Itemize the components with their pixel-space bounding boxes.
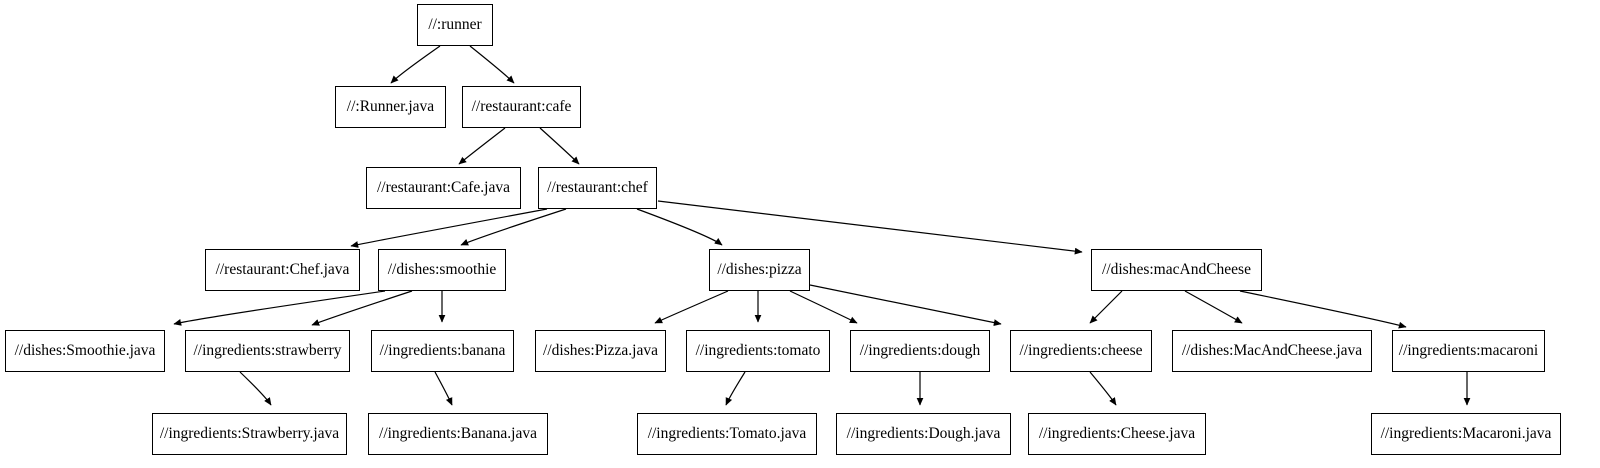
graph-edge-runner-to-runner_java [390,45,441,84]
graph-edge-restaurant_chef-to-dishes_pizza [636,208,723,246]
graph-node-label: //restaurant:cafe [471,98,572,116]
graph-node-macaroni_java[interactable]: //ingredients:Macaroni.java [1371,413,1561,455]
graph-node-label: //ingredients:macaroni [1398,342,1539,360]
graph-edge-ing_tomato-to-tomato_java [725,371,746,406]
graph-edge-restaurant_chef-to-chef_java [350,208,548,248]
graph-edge-dishes_pizza-to-ing_dough [789,290,858,324]
graph-edge-restaurant_cafe-to-cafe_java [458,127,506,165]
graph-node-label: //ingredients:Tomato.java [647,425,807,443]
graph-node-ing_dough[interactable]: //ingredients:dough [850,330,990,372]
graph-node-banana_java[interactable]: //ingredients:Banana.java [368,413,548,455]
graph-edge-dishes_pizza-to-pizza_java [654,290,729,324]
graph-edge-ing_cheese-to-cheese_java [1089,371,1117,406]
graph-node-label: //ingredients:Cheese.java [1038,425,1196,443]
graph-node-ing_strawberry[interactable]: //ingredients:strawberry [185,330,350,372]
graph-node-label: //ingredients:Banana.java [379,425,537,443]
graph-node-tomato_java[interactable]: //ingredients:Tomato.java [637,413,817,455]
graph-node-dough_java[interactable]: //ingredients:Dough.java [836,413,1011,455]
graph-node-label: //ingredients:cheese [1019,342,1143,360]
graph-node-dishes_smoothie[interactable]: //dishes:smoothie [378,249,506,291]
graph-node-label: //dishes:Pizza.java [543,342,658,360]
graph-node-dishes_pizza[interactable]: //dishes:pizza [709,249,810,291]
graph-node-restaurant_cafe[interactable]: //restaurant:cafe [462,86,581,128]
graph-node-label: //dishes:smoothie [387,261,497,279]
graph-edge-dishes_mac-to-mac_java [1184,290,1243,324]
graph-node-ing_macaroni[interactable]: //ingredients:macaroni [1392,330,1545,372]
graph-edge-dishes_smoothie-to-smoothie_java [173,290,386,326]
graph-edge-dishes_mac-to-ing_cheese [1089,290,1123,324]
graph-node-label: //:runner [428,16,482,34]
graph-node-mac_java[interactable]: //dishes:MacAndCheese.java [1172,330,1372,372]
graph-edge-dishes_pizza-to-ing_cheese [809,284,1002,326]
graph-edge-ing_strawberry-to-strawberry_java [239,371,272,406]
graph-node-label: //ingredients:tomato [695,342,821,360]
graph-node-ing_tomato[interactable]: //ingredients:tomato [686,330,830,372]
graph-node-label: //:Runner.java [346,98,435,116]
graph-node-cafe_java[interactable]: //restaurant:Cafe.java [366,167,521,209]
graph-node-label: //ingredients:Dough.java [846,425,1001,443]
graph-node-smoothie_java[interactable]: //dishes:Smoothie.java [5,330,165,372]
graph-node-label: //dishes:MacAndCheese.java [1181,342,1363,360]
graph-node-label: //dishes:macAndCheese [1102,261,1251,279]
graph-edge-restaurant_chef-to-dishes_mac [657,200,1083,255]
graph-node-label: //dishes:Smoothie.java [14,342,156,360]
graph-node-label: //ingredients:banana [379,342,506,360]
graph-node-cheese_java[interactable]: //ingredients:Cheese.java [1028,413,1206,455]
graph-node-ing_cheese[interactable]: //ingredients:cheese [1010,330,1152,372]
graph-node-dishes_mac[interactable]: //dishes:macAndCheese [1091,249,1262,291]
graph-node-label: //ingredients:Macaroni.java [1380,425,1552,443]
graph-edge-dishes_mac-to-ing_macaroni [1239,290,1407,329]
graph-node-pizza_java[interactable]: //dishes:Pizza.java [535,330,666,372]
graph-node-runner[interactable]: //:runner [417,4,493,46]
graph-node-restaurant_chef[interactable]: //restaurant:chef [538,167,657,209]
graph-edge-dishes_smoothie-to-ing_strawberry [311,290,413,326]
graph-edge-ing_banana-to-banana_java [434,371,453,406]
graph-node-label: //ingredients:dough [859,342,981,360]
graph-node-ing_banana[interactable]: //ingredients:banana [371,330,514,372]
graph-node-label: //restaurant:Chef.java [215,261,350,279]
graph-edge-runner-to-restaurant_cafe [469,45,515,84]
graph-edge-restaurant_cafe-to-restaurant_chef [539,127,580,165]
graph-node-label: //restaurant:chef [547,179,648,197]
graph-node-chef_java[interactable]: //restaurant:Chef.java [205,249,360,291]
graph-edge-restaurant_chef-to-dishes_smoothie [460,208,567,246]
graph-node-label: //dishes:pizza [717,261,802,279]
graph-node-runner_java[interactable]: //:Runner.java [335,86,446,128]
graph-node-label: //restaurant:Cafe.java [377,179,510,197]
graph-node-label: //ingredients:strawberry [193,342,342,360]
graph-node-label: //ingredients:Strawberry.java [159,425,340,443]
graph-node-strawberry_java[interactable]: //ingredients:Strawberry.java [152,413,347,455]
